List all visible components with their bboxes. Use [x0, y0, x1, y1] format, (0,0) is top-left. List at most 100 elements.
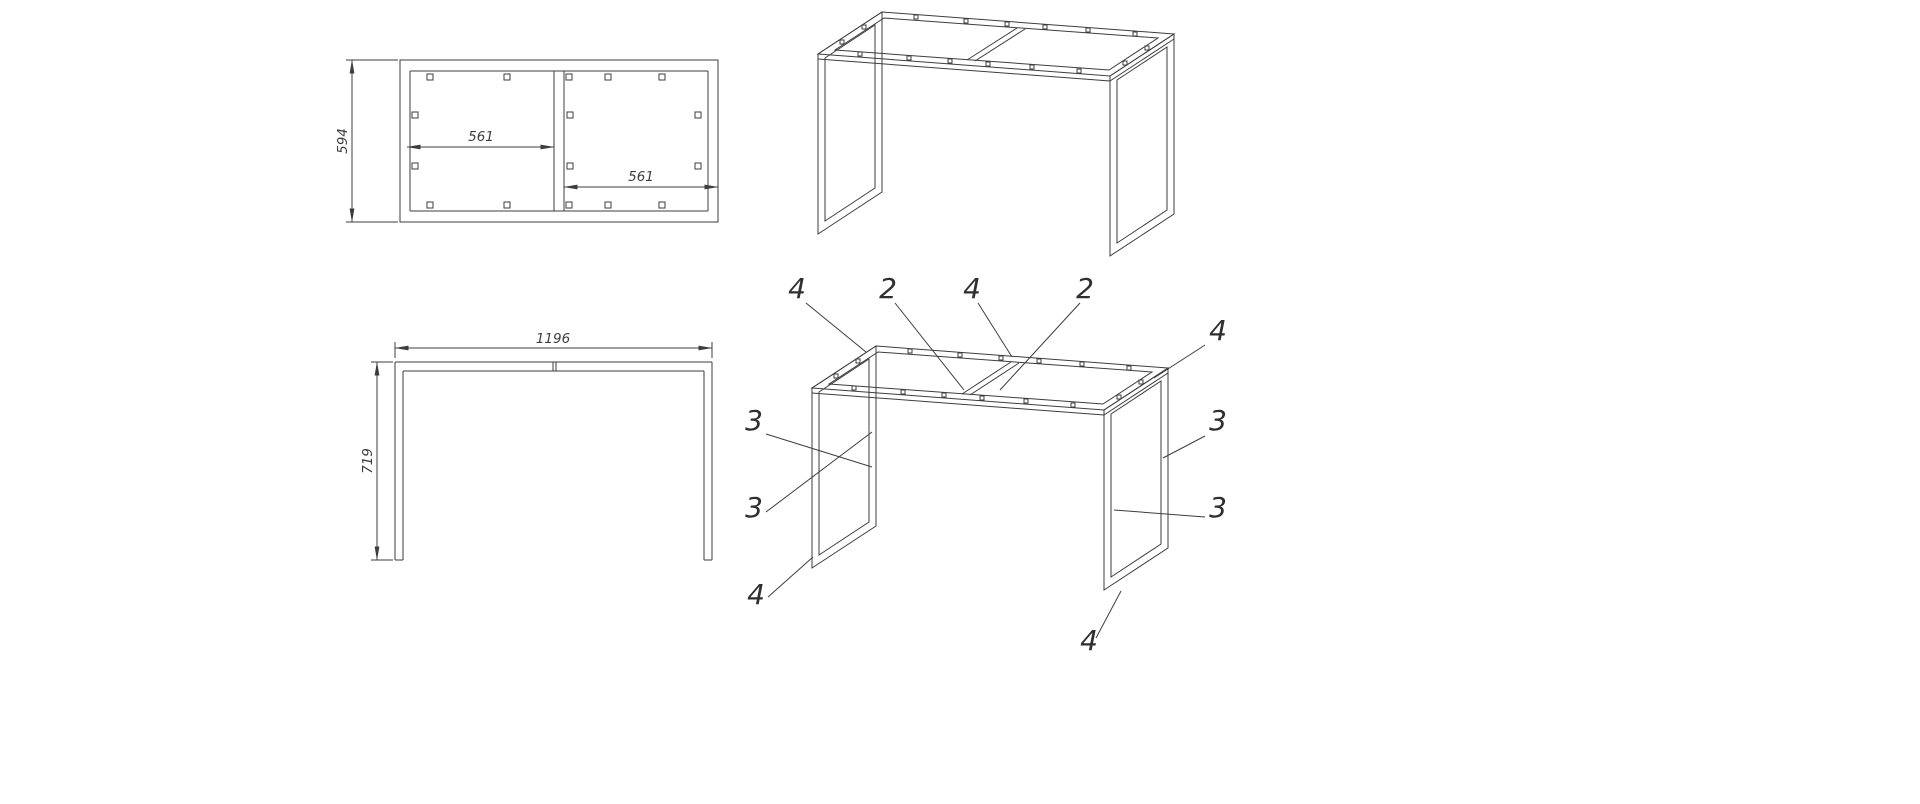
mounting-hole: [1144, 45, 1150, 51]
mounting-hole: [565, 201, 573, 209]
top-view-frame-outline: [399, 59, 719, 223]
dimension-value: 561: [628, 169, 654, 185]
callout-label: 2: [879, 272, 897, 305]
mounting-hole: [604, 73, 612, 81]
dimension-value: 1196: [536, 331, 570, 347]
mounting-hole: [1138, 379, 1144, 385]
mounting-hole: [694, 111, 702, 119]
dimension-depth-594: 594: [335, 59, 398, 223]
dimension-right-half-561: 561: [563, 169, 719, 190]
dimension-value: 719: [360, 448, 376, 474]
iso-left-leg-frame: [817, 11, 883, 235]
iso2-mounting-holes: [833, 348, 1144, 408]
mounting-hole: [855, 358, 861, 364]
leader-line: [1162, 435, 1206, 459]
leader-line: [765, 433, 873, 468]
callout-label: 4: [788, 272, 806, 305]
leader-line: [894, 302, 965, 391]
left-leg-outer: [817, 11, 883, 235]
dimension-left-half-561: 561: [406, 129, 555, 150]
mounting-hole: [947, 58, 953, 64]
right-leg-inner: [1116, 46, 1168, 244]
mounting-hole: [1116, 394, 1122, 400]
mounting-hole: [907, 348, 913, 354]
mounting-hole: [1079, 361, 1085, 367]
mounting-hole: [839, 39, 845, 45]
leader-line: [1113, 509, 1206, 518]
left-leg-inner: [818, 358, 870, 556]
dimension-width-1196: 1196: [394, 331, 713, 358]
leader-line: [805, 302, 867, 353]
iso-right-leg-frame: [1109, 33, 1175, 257]
mounting-hole: [566, 162, 574, 170]
leader-line: [765, 431, 873, 513]
callout-label: 4: [1080, 624, 1098, 657]
mounting-hole: [1004, 21, 1010, 27]
callout-label: 3: [745, 404, 763, 437]
cross-member-edge: [961, 361, 1012, 395]
mounting-hole: [411, 111, 419, 119]
right-leg-outer: [1103, 367, 1169, 591]
dimension-height-719: 719: [360, 361, 393, 561]
mounting-hole: [658, 73, 666, 81]
dimension-value: 594: [335, 128, 351, 154]
right-leg-inner: [1110, 380, 1162, 578]
mounting-hole: [604, 201, 612, 209]
mounting-hole: [963, 18, 969, 24]
leader-line: [1153, 344, 1206, 379]
top-view: 594 561 561: [335, 59, 719, 223]
mounting-hole: [861, 24, 867, 30]
mounting-hole: [1070, 402, 1076, 408]
iso2-top-frame: [810, 345, 1170, 416]
mounting-hole: [1132, 31, 1138, 37]
callout-label: 3: [745, 491, 763, 524]
isometric-view: [816, 11, 1176, 257]
cross-member-edge: [969, 362, 1020, 396]
mounting-hole: [1042, 24, 1048, 30]
mounting-hole: [979, 395, 985, 401]
top-frame-outer: [810, 345, 1170, 411]
mounting-hole: [900, 389, 906, 395]
mounting-hole: [857, 51, 863, 57]
cross-member-edge: [966, 27, 1018, 61]
mounting-hole: [503, 201, 511, 209]
iso-mounting-holes: [839, 14, 1150, 74]
front-rail-side-face: [817, 58, 1111, 82]
mounting-hole: [1023, 398, 1029, 404]
mounting-hole: [957, 352, 963, 358]
mounting-hole: [1076, 68, 1082, 74]
callout-label: 2: [1076, 272, 1094, 305]
mounting-hole: [913, 14, 919, 20]
part-callouts: 4 2 4 2 4 3 3 3 3 4 4: [745, 272, 1227, 657]
mounting-hole: [565, 73, 573, 81]
dimension-value: 561: [468, 129, 494, 145]
callout-label: 3: [1209, 404, 1227, 437]
mounting-hole: [998, 355, 1004, 361]
top-view-mounting-holes: [411, 73, 702, 209]
callout-label: 3: [1209, 491, 1227, 524]
mounting-hole: [426, 73, 434, 81]
mounting-hole: [503, 73, 511, 81]
iso2-left-leg-frame: [811, 345, 877, 569]
left-leg-outer: [811, 345, 877, 569]
top-frame-outer: [816, 11, 1176, 77]
leader-line: [767, 556, 814, 598]
mounting-hole: [985, 61, 991, 67]
leader-line: [1095, 590, 1122, 639]
mounting-hole: [566, 111, 574, 119]
right-rail-side-face: [1109, 38, 1175, 82]
callout-label: 4: [747, 578, 765, 611]
annotated-isometric-view: 4 2 4 2 4 3 3 3 3 4 4: [745, 272, 1227, 657]
mounting-hole: [906, 55, 912, 61]
mounting-hole: [833, 373, 839, 379]
iso2-right-leg-frame: [1103, 367, 1169, 591]
top-frame-inner: [827, 351, 1154, 405]
front-rail-side-face: [811, 392, 1105, 416]
cross-member-edge: [974, 28, 1026, 62]
mounting-hole: [426, 201, 434, 209]
mounting-hole: [1036, 358, 1042, 364]
mounting-hole: [1122, 60, 1128, 66]
frame-outer-edge: [399, 59, 719, 223]
